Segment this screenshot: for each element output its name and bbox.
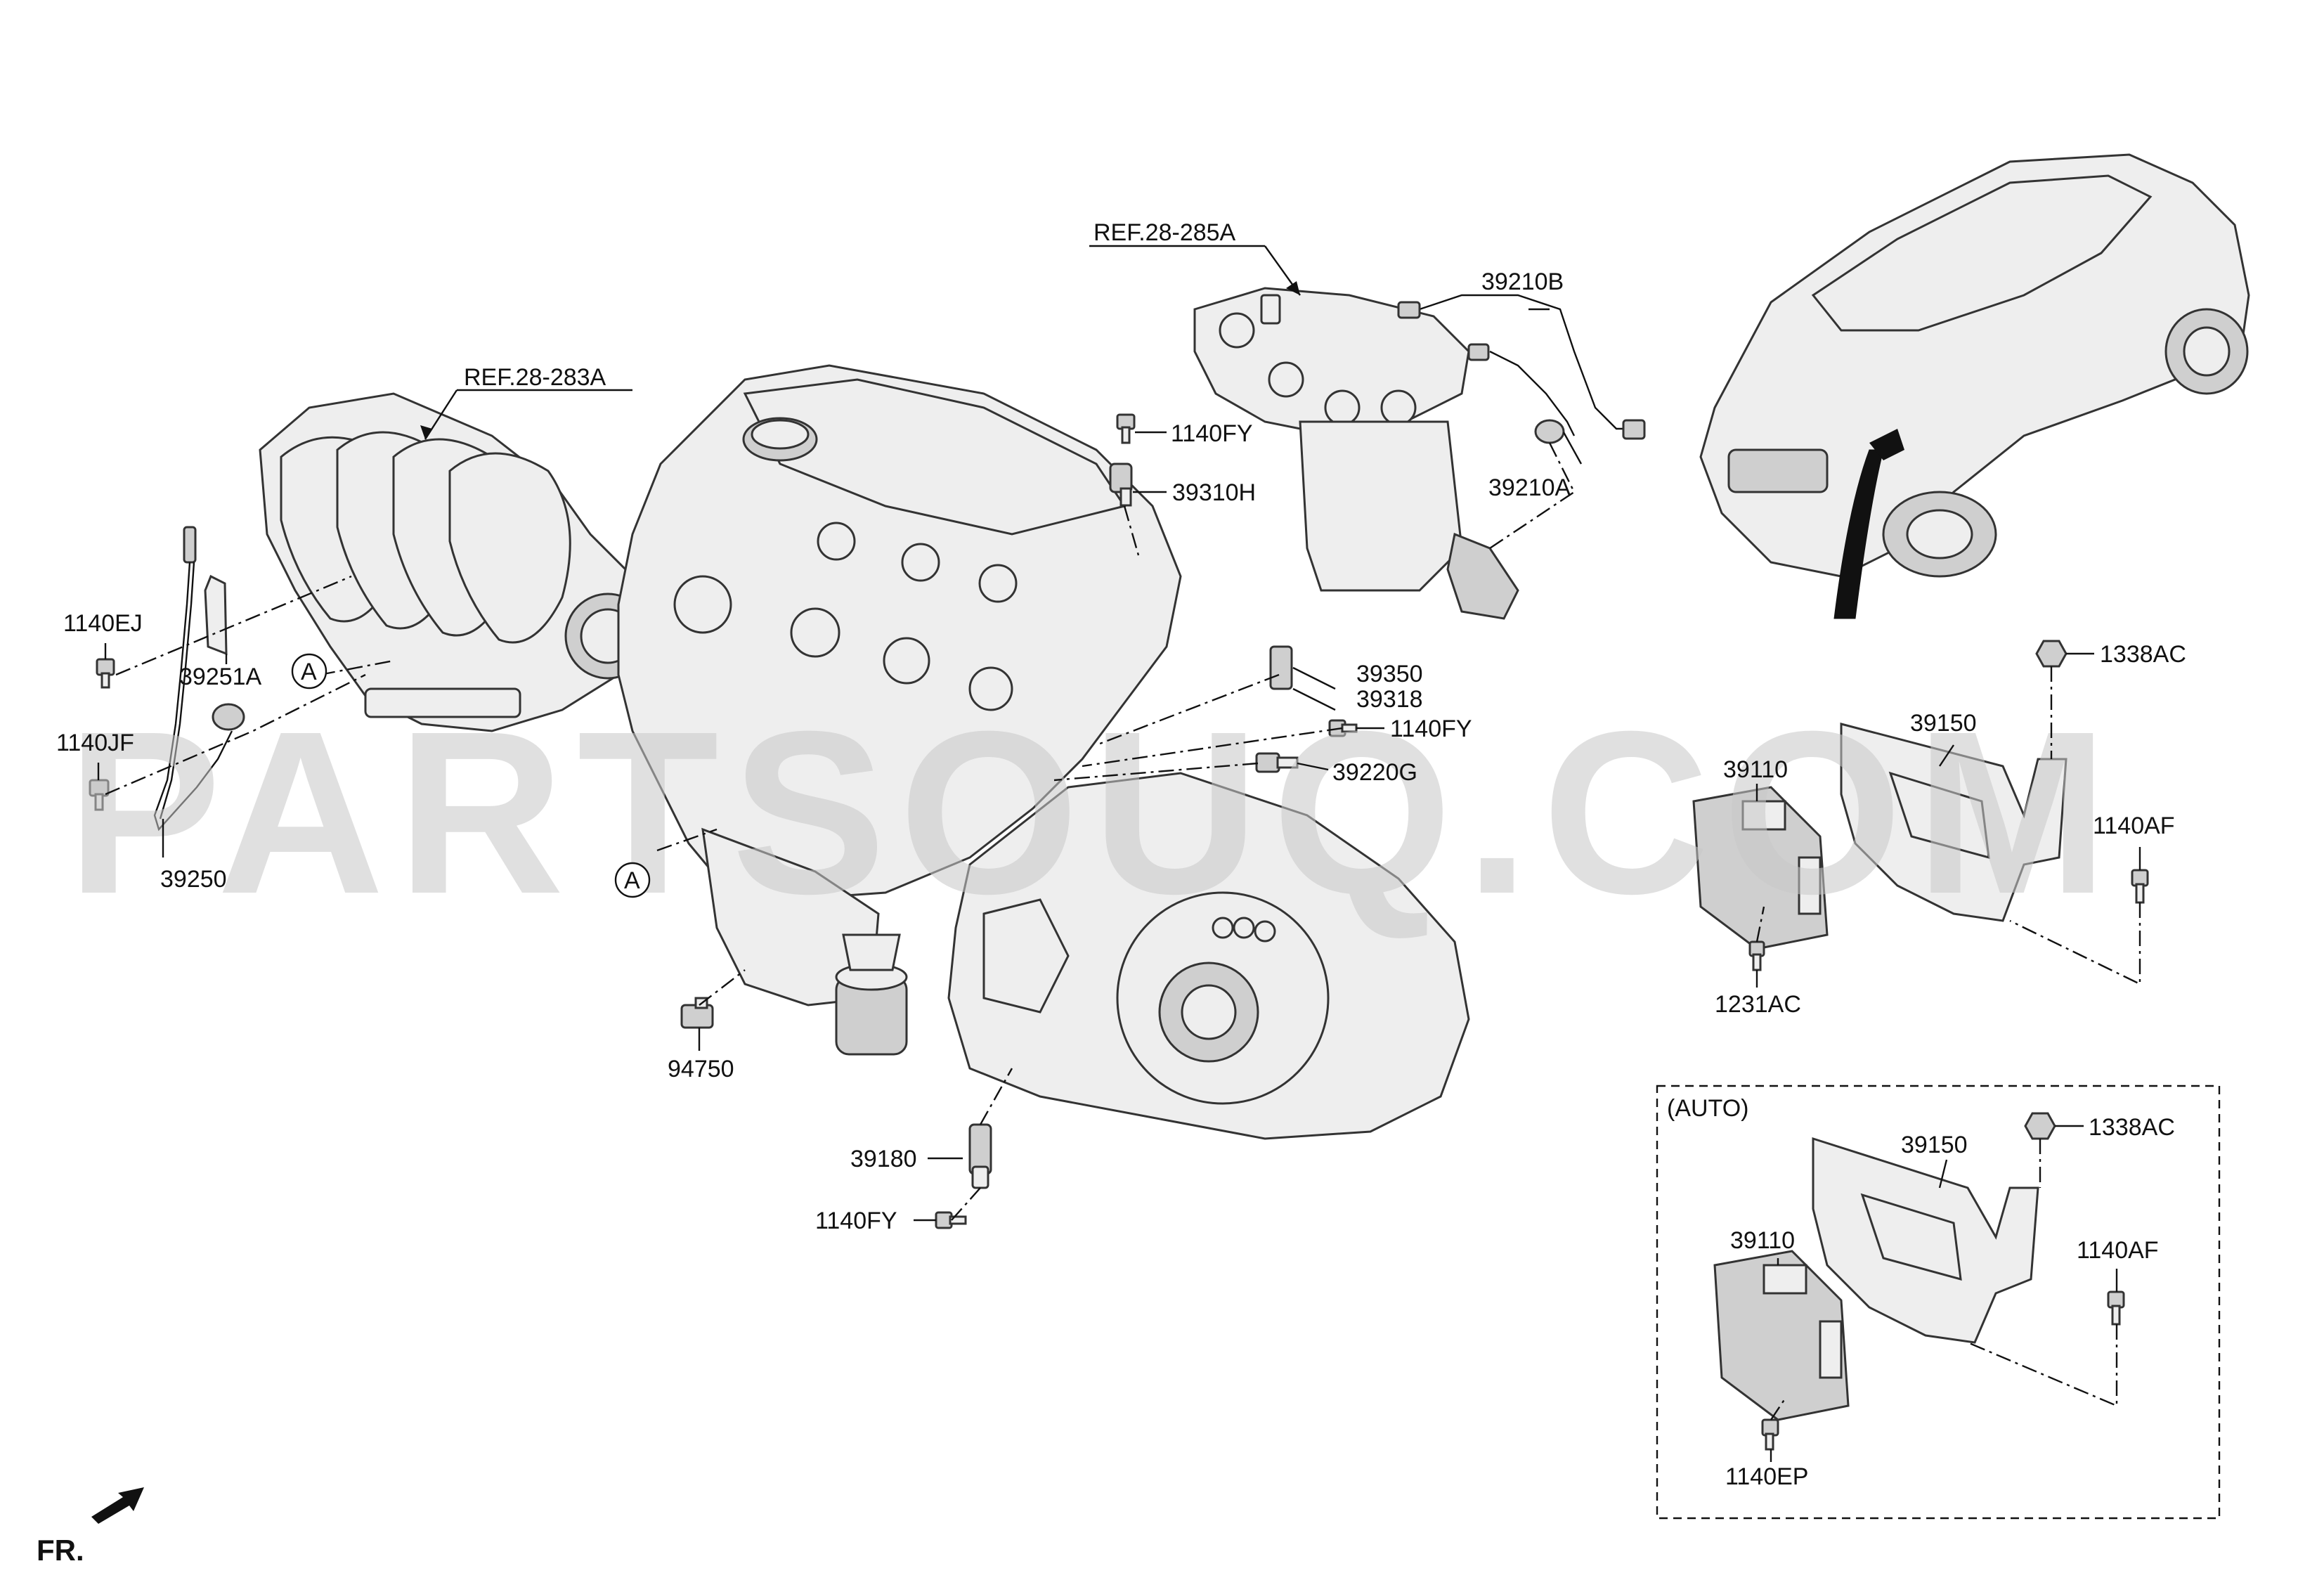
engine-assembly	[617, 364, 1182, 1056]
front-arrow-icon	[91, 1487, 144, 1524]
label-39150-manual: 39150	[1910, 710, 1977, 737]
assembly-centerlines	[105, 442, 2141, 1420]
nut-1338AC-auto-icon	[2024, 1112, 2056, 1140]
auto-variant-box	[1656, 1085, 2221, 1520]
bolt-1231AC-icon	[1748, 940, 1765, 971]
label-1140AF-auto: 1140AF	[2077, 1237, 2159, 1264]
label-39220G: 39220G	[1332, 759, 1417, 786]
label-1140EP: 1140EP	[1725, 1463, 1808, 1490]
label-39350: 39350	[1356, 661, 1423, 687]
transmission-bellhousing	[947, 772, 1470, 1140]
svg-text:A: A	[301, 659, 317, 685]
cam-sensor-39310H	[1109, 462, 1133, 507]
label-39310H: 39310H	[1172, 479, 1256, 506]
label-39210B: 39210B	[1481, 268, 1564, 295]
auto-box-title: (AUTO)	[1667, 1095, 1748, 1122]
label-94750: 94750	[668, 1056, 734, 1082]
marker-a-intake: A	[291, 653, 327, 690]
label-39150-auto: 39150	[1901, 1132, 1968, 1158]
o2-sensor-39210B	[1397, 294, 1646, 440]
label-39251A: 39251A	[179, 664, 262, 690]
ref-exhaust-manifold: REF.28-285A	[1093, 219, 1236, 246]
label-1140JF: 1140JF	[56, 730, 134, 756]
label-1140FY-mid: 1140FY	[1390, 716, 1472, 742]
bracket-39251A-icon	[204, 574, 228, 656]
exhaust-manifold-catalytic-converter	[1193, 287, 1519, 620]
bolt-1140FY-top-icon	[1116, 413, 1136, 444]
label-1338AC-manual: 1338AC	[2100, 641, 2186, 668]
ecu-39110-manual	[1692, 786, 1829, 950]
sensor-39350-icon	[1269, 645, 1293, 690]
nut-1338AC-manual-icon	[2035, 640, 2067, 668]
o2-sensor-39210A	[1467, 343, 1576, 444]
label-39210A: 39210A	[1488, 474, 1571, 501]
label-1140EJ: 1140EJ	[63, 610, 143, 637]
watermark: PARTSOUQ.COM	[67, 682, 2121, 942]
marker-a-engine: A	[614, 862, 651, 898]
label-1140AF-manual: 1140AF	[2093, 813, 2175, 839]
bolt-1140AF-manual-icon	[2131, 869, 2149, 904]
label-1140FY-bottom: 1140FY	[815, 1208, 897, 1234]
label-1231AC: 1231AC	[1715, 991, 1801, 1018]
crank-sensor-39180-icon	[968, 1123, 992, 1189]
vehicle-location-thumbnail	[1699, 153, 2250, 619]
svg-text:A: A	[624, 867, 640, 894]
bolt-1140AF-auto-icon	[2107, 1290, 2125, 1326]
label-39180: 39180	[850, 1146, 917, 1172]
bolt-1140EP-icon	[1761, 1418, 1779, 1451]
label-1338AC-auto: 1338AC	[2089, 1114, 2175, 1141]
front-direction-indicator: FR.	[37, 1487, 144, 1567]
ecu-39110-auto	[1713, 1250, 1850, 1421]
ecu-bracket-39150-auto	[1812, 1137, 2039, 1344]
oil-pressure-switch-94750-icon	[680, 997, 714, 1029]
bolt-1140FY-bottom-icon	[935, 1211, 967, 1229]
front-label: FR.	[37, 1534, 84, 1567]
label-1140FY-top: 1140FY	[1171, 420, 1253, 447]
leader-lines	[97, 245, 2141, 1462]
label-39110-manual: 39110	[1723, 756, 1788, 783]
temp-sensor-39220G-icon	[1255, 752, 1299, 773]
label-39318: 39318	[1356, 686, 1423, 713]
ecu-bracket-39150-manual	[1840, 723, 2067, 922]
ref-intake-manifold: REF.28-283A	[464, 364, 606, 391]
knock-sensor-39250	[153, 526, 245, 831]
label-39110-auto: 39110	[1730, 1227, 1795, 1254]
label-39250: 39250	[160, 866, 227, 893]
